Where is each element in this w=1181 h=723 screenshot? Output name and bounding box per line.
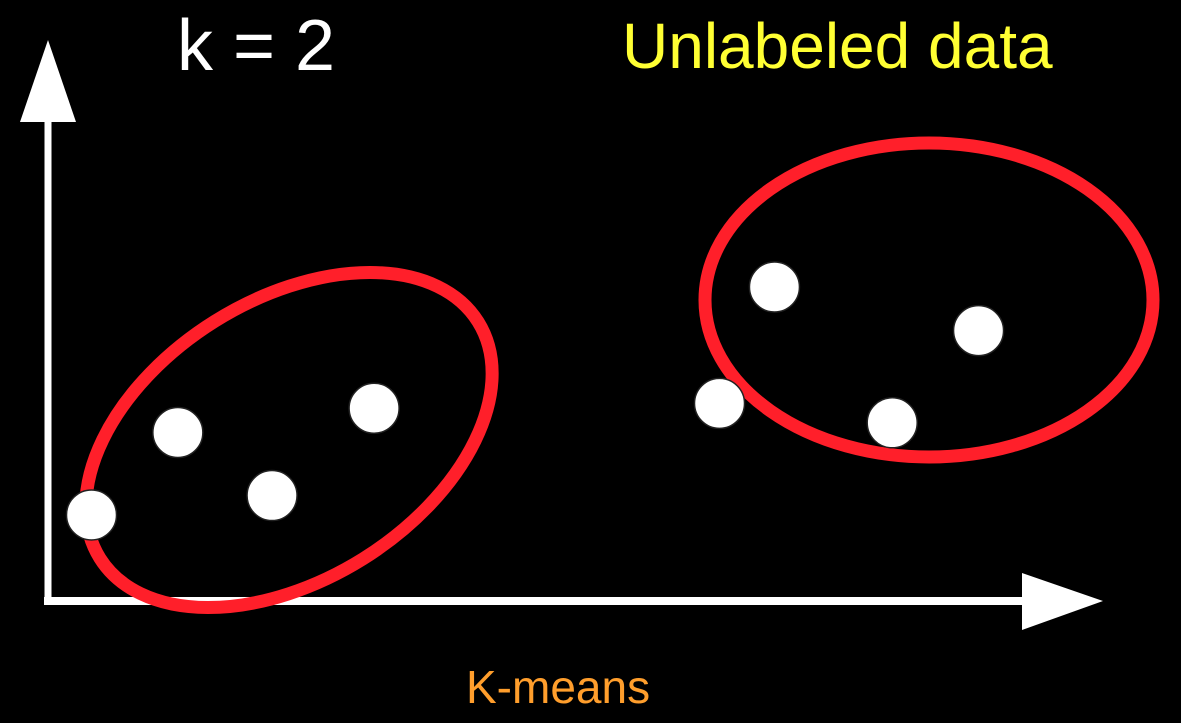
k-value-label: k = 2 bbox=[177, 6, 336, 86]
data-point bbox=[952, 304, 1005, 357]
data-point bbox=[152, 406, 204, 459]
cluster-2 bbox=[693, 136, 1160, 464]
chart-title: Unlabeled data bbox=[622, 10, 1053, 82]
x-axis-arrowhead bbox=[1022, 573, 1103, 630]
y-axis-arrowhead bbox=[20, 40, 76, 122]
cluster-1-outline bbox=[79, 265, 499, 615]
cluster-2-outline bbox=[698, 136, 1160, 464]
data-point bbox=[65, 489, 118, 541]
data-point bbox=[246, 469, 298, 522]
axes bbox=[20, 40, 1103, 630]
data-point bbox=[748, 261, 801, 313]
cluster-1 bbox=[65, 265, 499, 615]
caption: K-means bbox=[466, 661, 651, 713]
data-point bbox=[348, 382, 400, 434]
data-point bbox=[693, 377, 746, 430]
data-point bbox=[866, 397, 918, 449]
